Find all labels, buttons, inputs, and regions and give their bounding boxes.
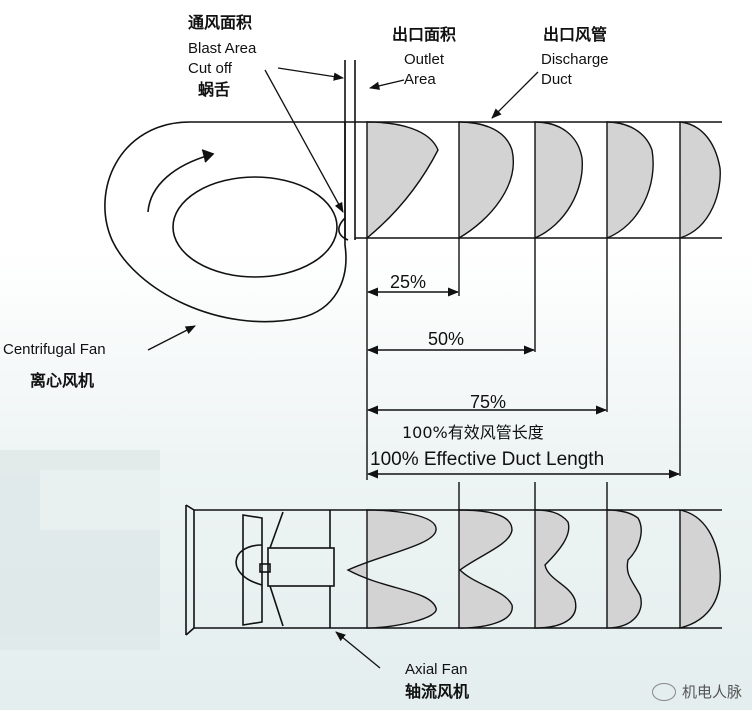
velocity-profiles-axial — [346, 509, 721, 629]
wechat-icon — [651, 682, 676, 701]
axial-fan-label-cn: 轴流风机 — [405, 682, 470, 701]
motor — [267, 547, 335, 587]
centrifugal-fan-housing — [104, 121, 355, 323]
velocity-profiles-centrifugal — [366, 121, 721, 240]
blast-area-label-cn: 通风面积 — [188, 13, 253, 32]
cut-off-label-cn: 蜗舌 — [198, 80, 231, 99]
outlet-area-label-en-1: Outlet — [404, 51, 445, 68]
watermark-text: 机电人脉 — [681, 683, 742, 701]
outlet-area-label-cn: 出口面积 — [392, 25, 457, 44]
velocity-profile — [679, 121, 721, 239]
velocity-profile — [366, 121, 439, 240]
axial-fan-label-en: Axial Fan — [405, 661, 468, 678]
pct-75-label: 75% — [470, 392, 507, 412]
centrifugal-fan-label-en: Centrifugal Fan — [3, 341, 106, 358]
velocity-profile — [458, 121, 514, 240]
velocity-profile — [458, 509, 513, 629]
outlet-area-label-en-2: Area — [404, 71, 436, 88]
centrifugal-fan-label-cn: 离心风机 — [30, 371, 95, 390]
leader-arrows — [147, 67, 539, 669]
discharge-duct-label-en-2: Duct — [541, 71, 572, 88]
fan-hub — [235, 544, 263, 586]
velocity-profile — [346, 509, 437, 629]
centrifugal-fan — [104, 60, 356, 323]
dimension-arrows — [366, 287, 681, 479]
velocity-profile — [606, 509, 642, 629]
velocity-profile — [679, 509, 721, 629]
effective-length-label-cn: 100%有效风管长度 — [402, 423, 544, 442]
blast-area-label-en: Blast Area — [188, 40, 257, 57]
axial-fan — [185, 504, 722, 636]
reference-lines — [366, 238, 681, 510]
watermark: 机电人脉 — [651, 681, 742, 702]
pct-25-label: 25% — [390, 272, 427, 292]
velocity-profile — [534, 121, 583, 240]
fan-blade — [242, 514, 263, 626]
cut-off-label-en: Cut off — [188, 60, 232, 77]
rotation-arrow — [147, 154, 211, 213]
pct-50-label: 50% — [428, 329, 465, 349]
effective-length-label-en: 100% Effective Duct Length — [370, 449, 605, 470]
velocity-profile — [534, 509, 577, 629]
impeller — [172, 176, 338, 278]
discharge-duct-label-cn: 出口风管 — [543, 25, 608, 44]
background-machine-shape — [0, 450, 160, 650]
discharge-duct-label-en-1: Discharge — [541, 51, 609, 68]
velocity-profile — [606, 121, 654, 240]
